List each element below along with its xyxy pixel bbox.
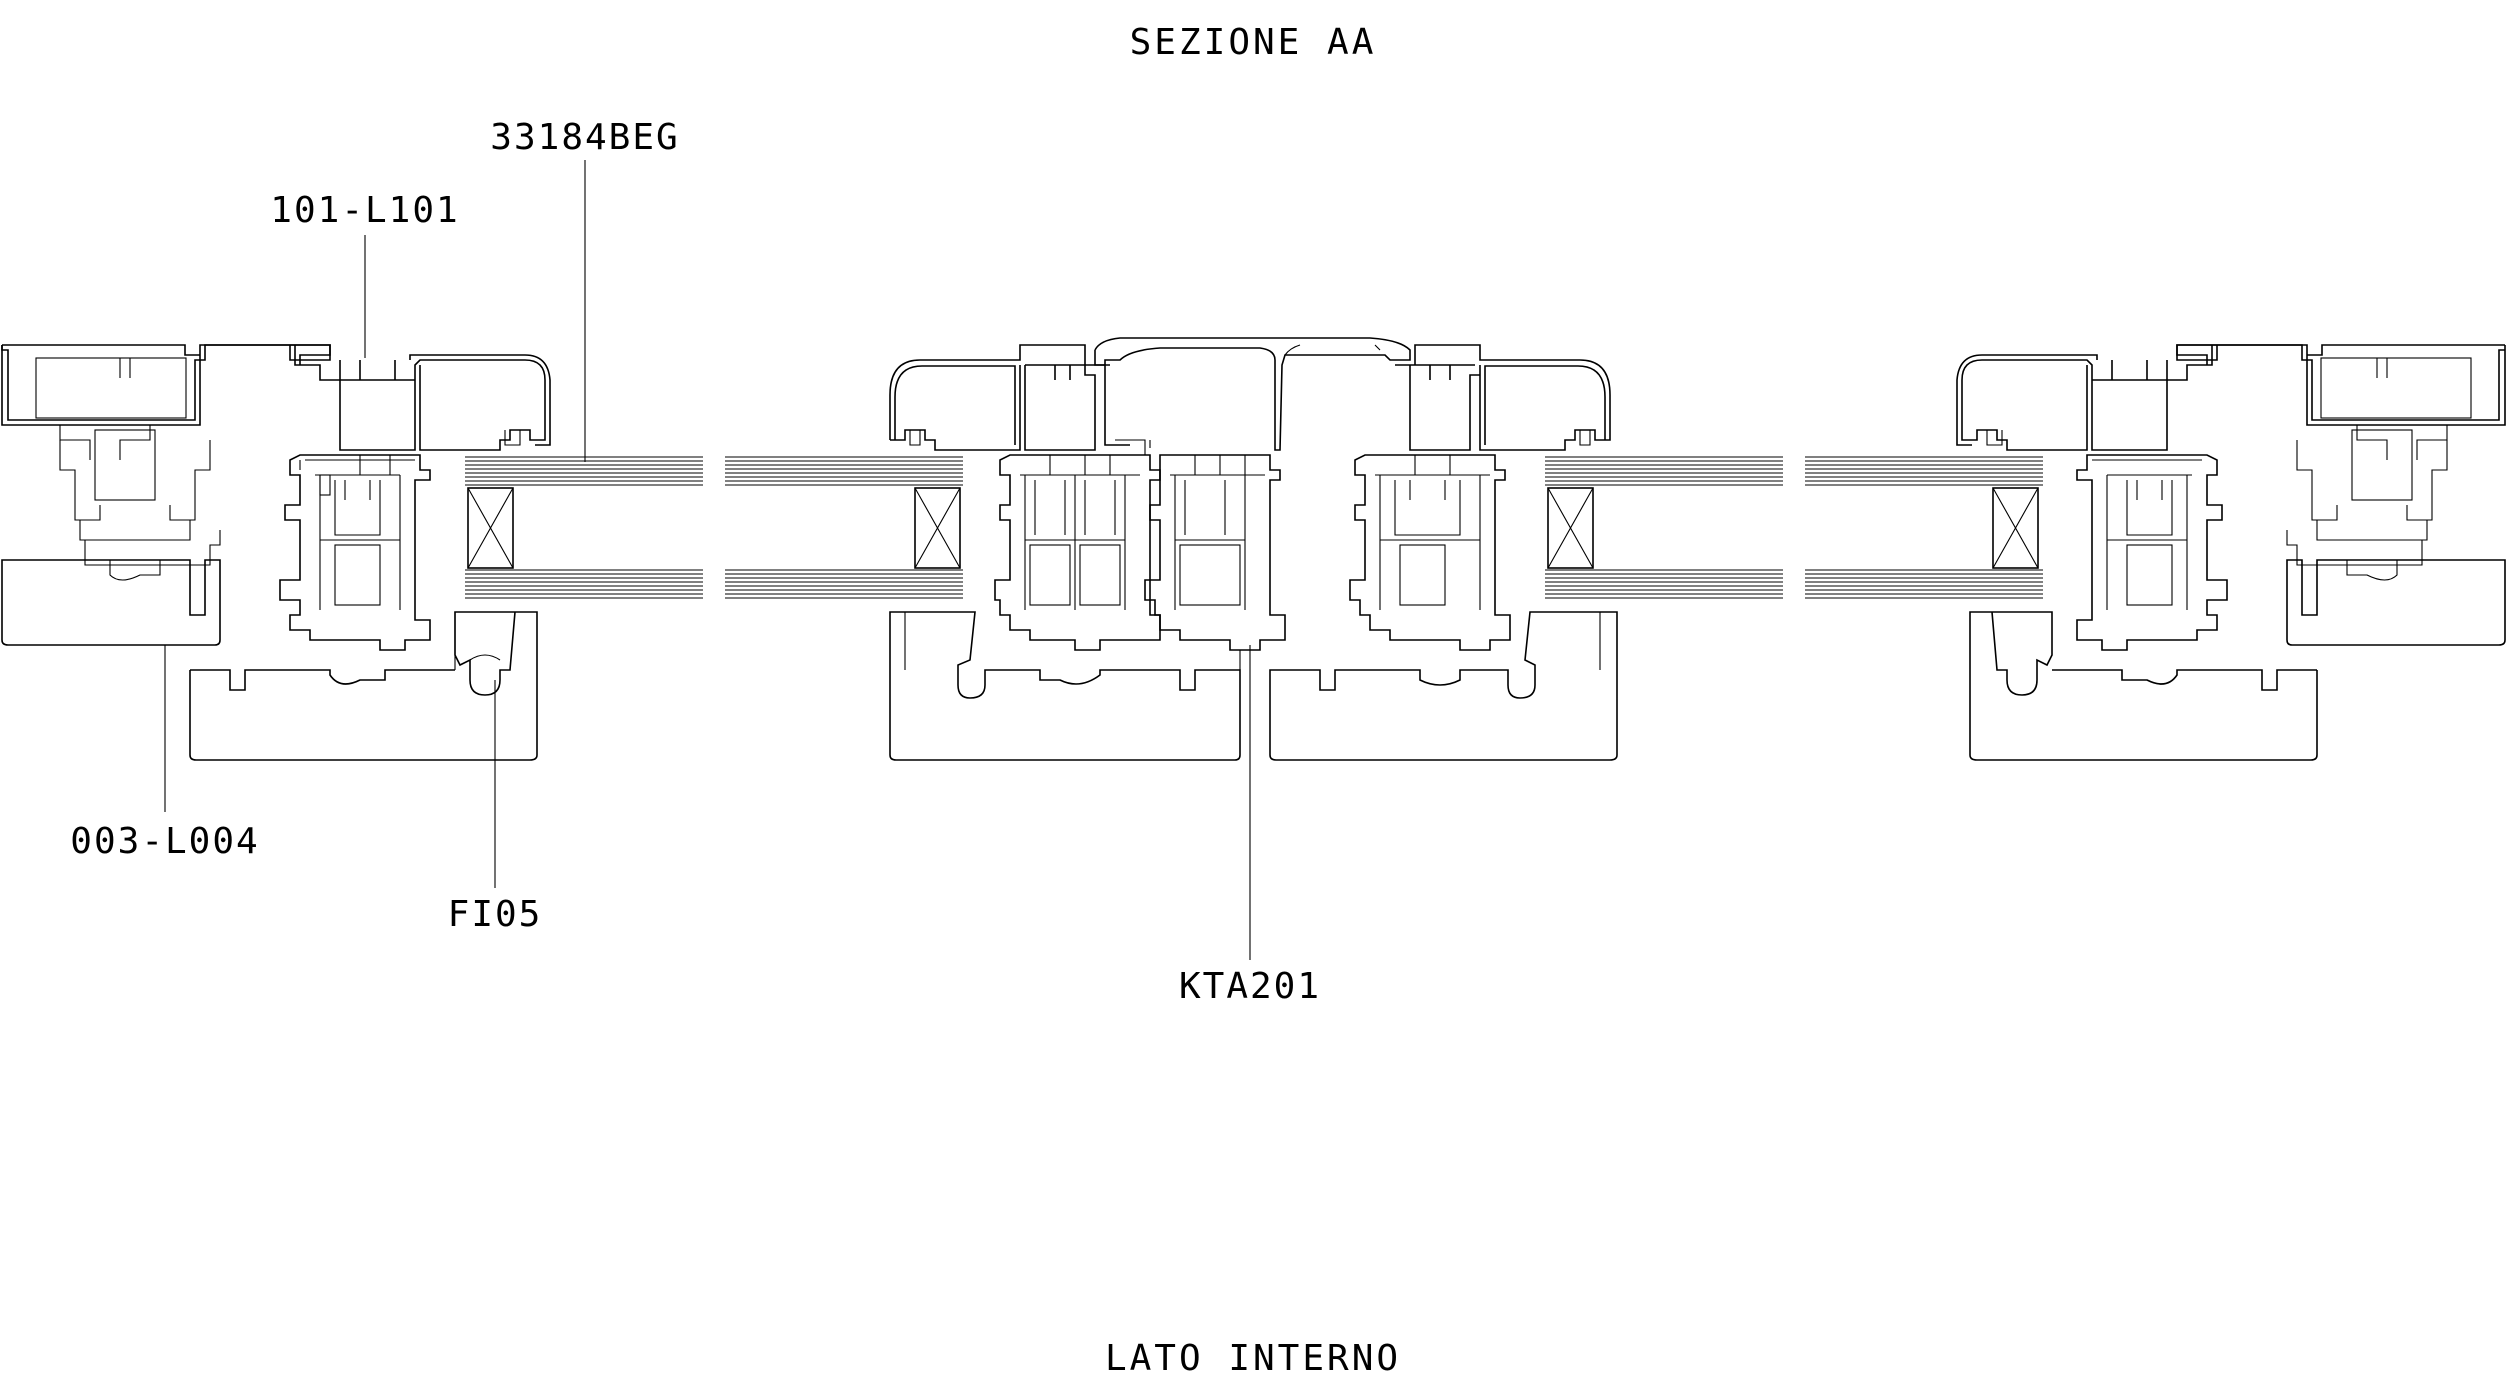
left-interior-cladding (1, 559, 221, 646)
section-title: SEZIONE AA (1130, 22, 1377, 63)
right-glass-unit (1545, 456, 2043, 599)
left-outer-frame-profile (1, 344, 331, 426)
label-003-L004: 003-L004 (70, 821, 259, 862)
label-KTA201: KTA201 (1179, 966, 1321, 1007)
right-jamb-mirror (1956, 344, 2506, 761)
left-interior-trim (189, 611, 538, 761)
label-33184BEG: 33184BEG (490, 117, 679, 158)
left-jamb-assembly (1, 344, 331, 646)
center-mullion-assembly (889, 337, 1618, 761)
label-101-L101: 101-L101 (270, 190, 459, 231)
label-FI05: FI05 (448, 894, 543, 935)
interior-side-label: LATO INTERNO (1105, 1338, 1401, 1379)
left-glass-unit (465, 456, 963, 599)
leader-lines (164, 160, 1251, 960)
center-cap (1094, 337, 1411, 451)
left-sash-assembly (279, 345, 551, 651)
